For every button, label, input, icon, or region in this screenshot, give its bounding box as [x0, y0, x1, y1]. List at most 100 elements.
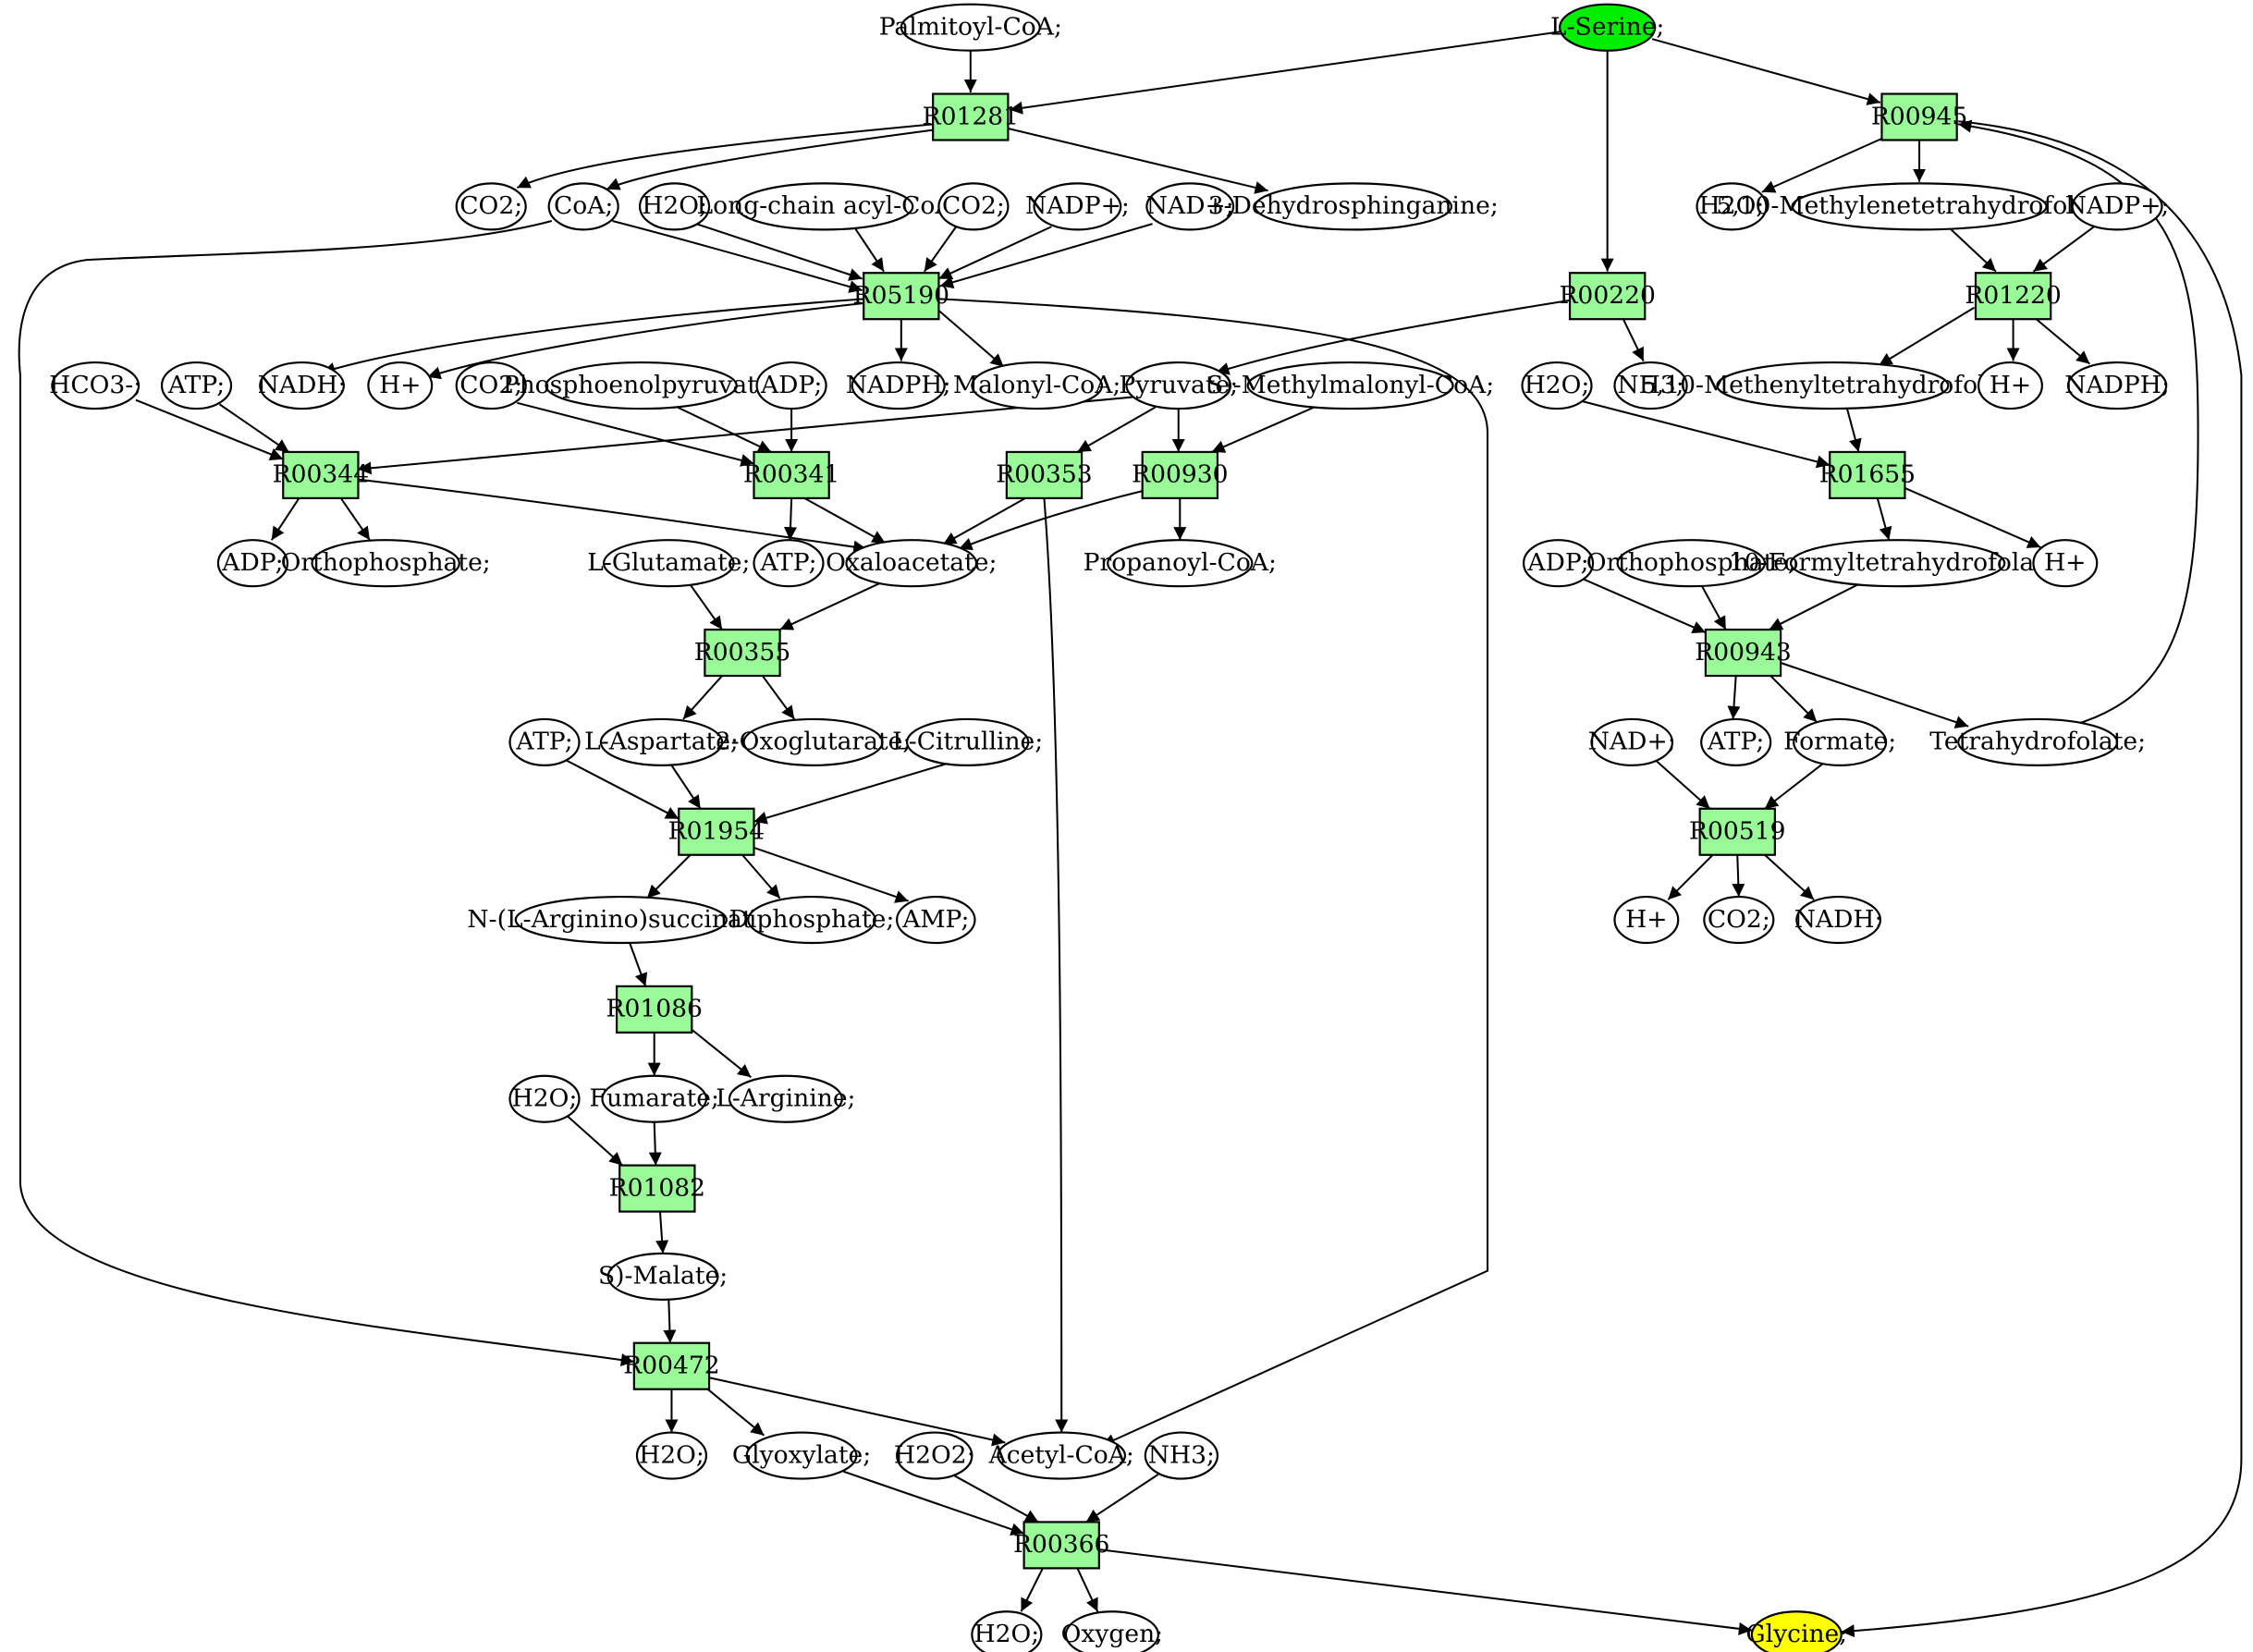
pathway-edge: [648, 1121, 662, 1166]
compound-coa[interactable]: CoA;: [547, 182, 619, 231]
pathway-edge: [1769, 675, 1818, 723]
compound-h2o[interactable]: H2O;: [971, 1610, 1043, 1652]
compound-h-plus[interactable]: H+: [2032, 539, 2099, 588]
compound-amp[interactable]: AMP;: [896, 895, 976, 945]
reaction-r01281[interactable]: R01281: [923, 92, 1019, 141]
pathway-edge: [938, 226, 1052, 280]
compound-l-aspartate[interactable]: L-Aspartate;: [584, 717, 739, 766]
compound-atp[interactable]: ATP;: [508, 717, 581, 766]
pathway-edge: [753, 846, 909, 903]
compound-h2o[interactable]: H2O;: [635, 1431, 708, 1480]
compound-nadp[interactable]: NADP+;: [1025, 182, 1130, 231]
compound-adp[interactable]: ADP;: [1522, 539, 1595, 588]
compound-orthophosphate[interactable]: Orthophosphate;: [1586, 539, 1796, 588]
compound-l-citrulline[interactable]: L-Citrulline;: [892, 717, 1043, 766]
compound-propanoyl-coa[interactable]: Propanoyl-CoA;: [1084, 539, 1277, 588]
compound-atp[interactable]: ATP;: [160, 361, 233, 410]
compound-label: NADP+;: [1025, 191, 1130, 220]
compound-diphosphate[interactable]: Diphosphate;: [729, 895, 895, 945]
compound-fumarate[interactable]: Fumarate;: [590, 1074, 719, 1123]
compound-tetrahydrofolate[interactable]: Tetrahydrofolate;: [1929, 717, 2146, 766]
compound-formate[interactable]: Formate;: [1783, 717, 1896, 766]
compound-palmitoyl-coa[interactable]: Palmitoyl-CoA;: [879, 3, 1062, 52]
reaction-r00519[interactable]: R00519: [1689, 807, 1785, 856]
compound-nadph[interactable]: NADPH;: [2064, 361, 2170, 410]
compound-glyoxylate[interactable]: Glyoxylate;: [732, 1431, 871, 1480]
compound-methenyltetrahydrofolate[interactable]: 5,10-Methenyltetrahydrofolate: [1641, 361, 2025, 410]
compound-2-oxoglutarate[interactable]: 2-Oxoglutarate;: [716, 717, 911, 766]
compound-phosphoenolpyruvate[interactable]: Phosphoenolpyruvate;: [503, 361, 780, 410]
reaction-r00353[interactable]: R00353: [996, 450, 1093, 500]
compound-nadh[interactable]: NADH;: [258, 361, 347, 410]
pathway-edge: [1043, 497, 1069, 1433]
compound-h2o[interactable]: H2O;: [508, 1074, 581, 1123]
reaction-r01082[interactable]: R01082: [609, 1164, 705, 1213]
compound-co2[interactable]: CO2;: [937, 182, 1010, 231]
reaction-label: R01220: [1965, 281, 2061, 310]
compound-nadph[interactable]: NADPH;: [846, 361, 951, 410]
compound-h-plus[interactable]: H+: [1977, 361, 2043, 410]
compound-atp[interactable]: ATP;: [1700, 717, 1772, 766]
compound-l-glutamate[interactable]: L-Glutamate;: [587, 539, 750, 588]
reaction-r00930[interactable]: R00930: [1132, 450, 1229, 500]
compound-atp[interactable]: ATP;: [753, 539, 825, 588]
compound-nad[interactable]: NAD+;: [1588, 717, 1676, 766]
compound-h2o[interactable]: H2O;: [1521, 361, 1593, 410]
compound-co2[interactable]: CO2;: [455, 182, 527, 231]
compound-nadp[interactable]: NADP+;: [2065, 182, 2170, 231]
reaction-label: R01655: [1819, 460, 1916, 489]
pathway-edge: [1845, 408, 1862, 453]
reaction-r05190[interactable]: R05190: [853, 272, 949, 321]
reaction-r01655[interactable]: R01655: [1819, 450, 1916, 500]
compound-3-dehydrosphinganine[interactable]: 3-Dehydrosphinganine;: [1208, 182, 1499, 231]
reaction-r00220[interactable]: R00220: [1559, 272, 1656, 321]
reaction-r00341[interactable]: R00341: [743, 450, 839, 500]
compound-acetyl-coa[interactable]: Acetyl-CoA;: [988, 1431, 1134, 1480]
compound-l-serine[interactable]: L-Serine;: [1550, 3, 1664, 52]
compound-methylenetetrahydrofolate[interactable]: 5,10-Methylenetetrahydrofolate;: [1716, 182, 2123, 231]
compound-oxaloacetate[interactable]: Oxaloacetate;: [826, 539, 997, 588]
compound-oxygen[interactable]: Oxygen;: [1061, 1610, 1163, 1652]
compound-co2[interactable]: CO2;: [455, 361, 527, 410]
reaction-r01954[interactable]: R01954: [668, 807, 765, 856]
compound-long-chain-acyl-coa[interactable]: Long-chain acyl-CoA: [696, 182, 953, 231]
compound-nad[interactable]: NAD+;: [1145, 182, 1235, 231]
compound-l-arginine[interactable]: L-Arginine;: [716, 1074, 856, 1123]
reaction-r00344[interactable]: R00344: [273, 450, 369, 500]
pathway-edge: [1098, 1548, 1752, 1635]
compound-h2o2[interactable]: H2O2;: [894, 1431, 975, 1480]
compound-orthophosphate[interactable]: Orthophosphate;: [281, 539, 491, 588]
compound-adp[interactable]: ADP;: [755, 361, 827, 410]
compound-label: 5,10-Methenyltetrahydrofolate: [1641, 371, 2025, 399]
reaction-r00943[interactable]: R00943: [1695, 628, 1792, 678]
reaction-r00472[interactable]: R00472: [623, 1341, 720, 1390]
pathway-edge: [2035, 318, 2091, 365]
compound-h-plus[interactable]: H+: [367, 361, 434, 410]
compound-malonyl-coa[interactable]: Malonyl-CoA;: [953, 361, 1120, 410]
compound-nh3[interactable]: NH3;: [1613, 361, 1688, 410]
compound-s-methylmalonyl-coa[interactable]: S)-Methylmalonyl-CoA;: [1206, 361, 1494, 410]
compound-label: L-Glutamate;: [587, 548, 750, 577]
reaction-r01220[interactable]: R01220: [1965, 272, 2062, 321]
compound-adp[interactable]: ADP;: [216, 539, 289, 588]
compound-hco3[interactable]: HCO3-;: [49, 361, 141, 410]
compound-s-malate[interactable]: S)-Malate;: [598, 1252, 728, 1301]
pathway-edge: [663, 1299, 677, 1343]
compound-h2o[interactable]: H2O;: [638, 182, 711, 231]
compound-pyruvate[interactable]: Pyruvate;: [1119, 361, 1238, 410]
reaction-r01086[interactable]: R01086: [606, 985, 703, 1034]
compound-label: Long-chain acyl-CoA: [696, 191, 953, 220]
reaction-r00366[interactable]: R00366: [1013, 1521, 1109, 1570]
reaction-r00355[interactable]: R00355: [694, 628, 790, 678]
compound-co2[interactable]: CO2;: [1703, 895, 1775, 945]
compound-label: Palmitoyl-CoA;: [879, 12, 1062, 41]
compound-glycine[interactable]: Glycine;: [1745, 1610, 1847, 1652]
compound-nh3[interactable]: NH3;: [1144, 1431, 1219, 1480]
compound-h2o[interactable]: H2O;: [1696, 182, 1768, 231]
compound-h-plus[interactable]: H+: [1613, 895, 1680, 945]
compound-formyltetrahydrofolate[interactable]: 10-Formyltetrahydrofolate;: [1729, 539, 2067, 588]
compound-nadh[interactable]: NADH;: [1794, 895, 1883, 945]
compound-n-l-arginino-succinate[interactable]: N-(L-Arginino)succinate;: [467, 895, 775, 945]
compound-label: H+: [1625, 905, 1667, 934]
reaction-r00945[interactable]: R00945: [1871, 92, 1967, 141]
